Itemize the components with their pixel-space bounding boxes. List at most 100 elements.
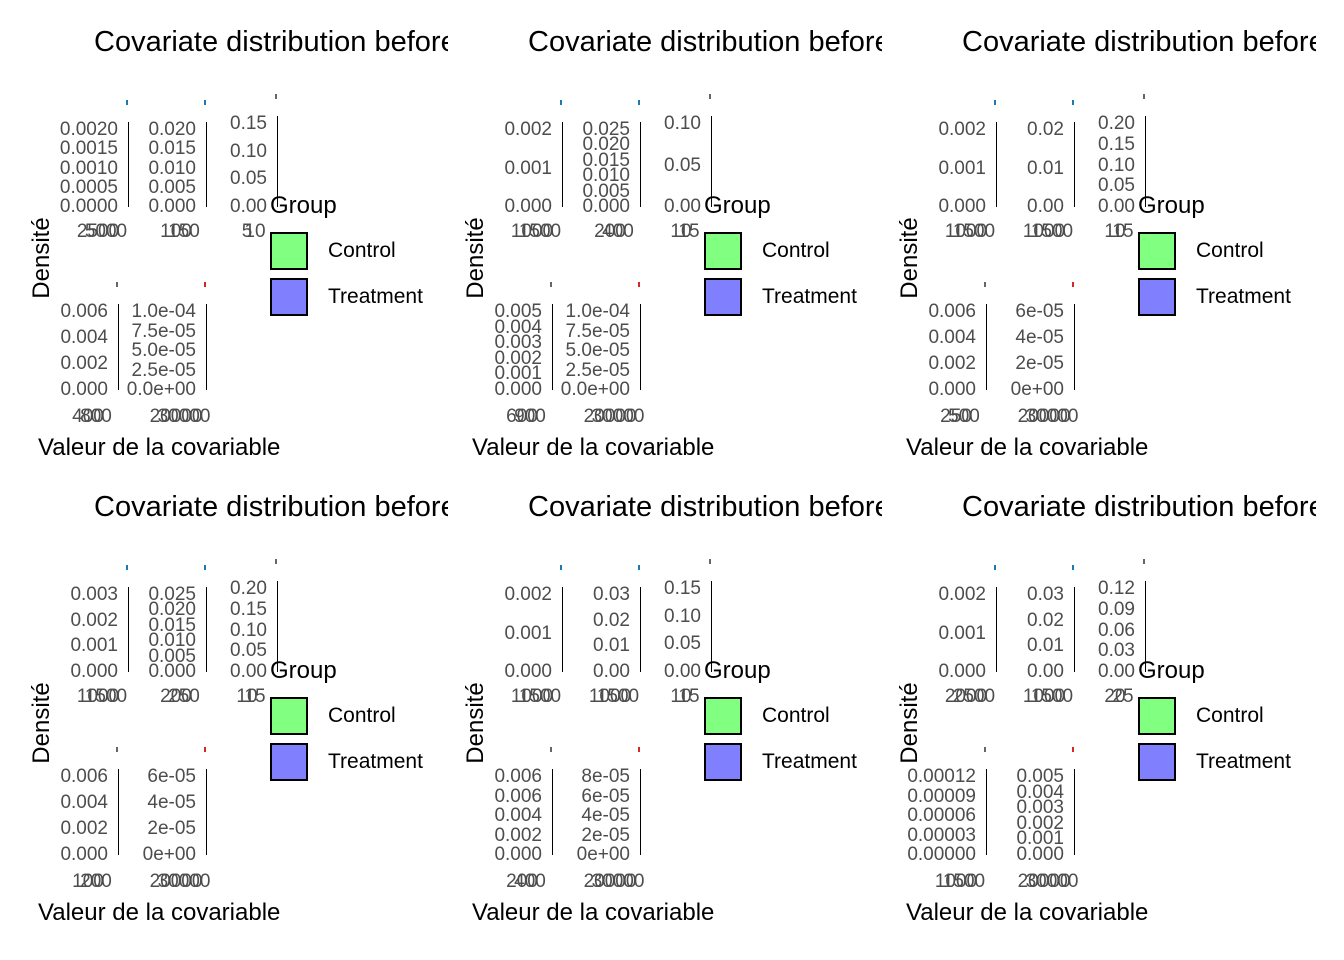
legend-item: Treatment (704, 739, 857, 785)
y-tick-label: 0.025 (148, 584, 196, 605)
y-tick-label: 0.000 (504, 196, 552, 217)
x-tick-label: 1000 (510, 686, 554, 707)
y-tick-label: 0.020 (148, 119, 196, 140)
strip-marker (116, 747, 118, 752)
y-tick-label: 0.15 (230, 113, 267, 134)
y-tick-label: 0.01 (593, 635, 630, 657)
y-axis-line (128, 587, 129, 672)
legend-label: Control (328, 239, 396, 262)
y-tick-label: 0.12 (1098, 578, 1135, 599)
x-tick-label: 15 (244, 686, 266, 707)
y-tick-label: 0.006 (494, 766, 542, 787)
x-tick-label: 250 (168, 686, 200, 707)
y-tick-label: 0.02 (1027, 119, 1064, 140)
panel-title: Covariate distribution before matching (… (962, 491, 1316, 523)
y-axis-line (986, 769, 987, 855)
x-tick-label: 800 (80, 406, 112, 427)
x-tick-label: 100 (72, 871, 104, 892)
y-tick-label: 0.002 (928, 353, 976, 374)
legend-item: Treatment (704, 274, 857, 320)
y-tick-label: 0.004 (60, 792, 108, 813)
y-axis-label: Densité (462, 682, 489, 764)
y-tick-label: 0.000 (70, 661, 118, 682)
y-tick-label: 0.000 (494, 844, 542, 865)
y-tick-label: 0.000 (938, 196, 986, 217)
y-tick-label: 0.000 (60, 379, 108, 400)
y-tick-label: 0.0e+00 (560, 379, 630, 400)
y-tick-label: 0.01 (1027, 635, 1064, 657)
y-axis-line (996, 122, 997, 207)
y-tick-label: 0.03 (1027, 584, 1064, 605)
legend-swatch (270, 697, 308, 735)
y-tick-label: 7.5e-05 (131, 320, 196, 342)
y-tick-label: 5.0e-05 (131, 340, 196, 361)
strip-marker (550, 282, 552, 287)
y-axis-line (118, 769, 119, 855)
y-tick-label: 0.03 (1098, 640, 1135, 662)
y-tick-label: 0.004 (494, 805, 542, 826)
x-tick-label: 2500 (952, 686, 996, 707)
x-tick-label: 1000 (944, 221, 988, 242)
y-axis-line (206, 304, 207, 390)
legend-swatch (270, 743, 308, 781)
y-tick-label: 0.00 (1027, 661, 1064, 682)
x-tick-label: 10 (236, 686, 258, 707)
x-tick-label: 1000 (1022, 221, 1066, 242)
x-tick-label: 500 (948, 406, 980, 427)
y-tick-label: 0.006 (494, 785, 542, 807)
x-tick-label: 25 (1112, 686, 1134, 707)
y-tick-label: 0.00003 (907, 824, 976, 846)
legend-item: Treatment (1138, 274, 1291, 320)
y-tick-label: 0.001 (504, 157, 552, 179)
x-axis-label: Valeur de la covariable (38, 434, 281, 461)
y-axis-label: Densité (896, 682, 923, 764)
panel-title: Covariate distribution before matching (… (94, 491, 448, 523)
y-axis-label: Densité (896, 217, 923, 299)
y-tick-label: 0.002 (504, 584, 552, 605)
x-tick-label: 5000 (84, 221, 128, 242)
y-tick-label: 0.004 (1016, 781, 1064, 803)
legend-swatch (1138, 697, 1176, 735)
y-tick-label: 0.005 (148, 176, 196, 198)
y-tick-label: 0.001 (938, 622, 986, 644)
legend-swatch (1138, 743, 1176, 781)
panel-title: Covariate distribution before matching (… (962, 26, 1316, 58)
y-tick-label: 0.003 (494, 332, 542, 354)
x-tick-label: 20000 (1017, 406, 1071, 427)
x-tick-label: 15 (1112, 221, 1134, 242)
y-tick-label: 0.002 (60, 353, 108, 374)
x-tick-label: 15 (678, 686, 700, 707)
y-tick-label: 1.0e-04 (131, 301, 196, 322)
y-tick-label: 8e-05 (581, 766, 630, 787)
legend-item: Control (704, 693, 857, 739)
y-tick-label: 0.15 (664, 578, 701, 599)
y-tick-label: 0.002 (1016, 812, 1064, 834)
x-tick-label: 30000 (591, 871, 645, 892)
strip-marker (709, 94, 711, 99)
x-tick-label: 600 (506, 406, 538, 427)
y-axis-line (1145, 581, 1146, 672)
y-axis-line (206, 769, 207, 855)
y-tick-label: 0e+00 (576, 844, 630, 865)
y-tick-label: 0.020 (148, 599, 196, 621)
y-tick-label: 0.02 (593, 609, 630, 631)
x-tick-label: 1500 (952, 221, 996, 242)
y-tick-label: 0.00 (1098, 661, 1135, 682)
y-axis-line (711, 116, 712, 207)
x-axis-label: Valeur de la covariable (906, 434, 1149, 461)
strip-marker (984, 282, 986, 287)
strip-marker (204, 282, 206, 287)
y-tick-label: 0.000 (928, 379, 976, 400)
legend-label: Control (1196, 704, 1264, 727)
chart-panel: Covariate distribution before matching (… (434, 465, 882, 930)
y-tick-label: 0.004 (494, 316, 542, 338)
legend-label: Control (328, 704, 396, 727)
y-tick-label: 0e+00 (1010, 379, 1064, 400)
legend-item: Treatment (1138, 739, 1291, 785)
strip-marker (1072, 747, 1074, 752)
x-tick-label: 1500 (518, 221, 562, 242)
legend-label: Control (1196, 239, 1264, 262)
